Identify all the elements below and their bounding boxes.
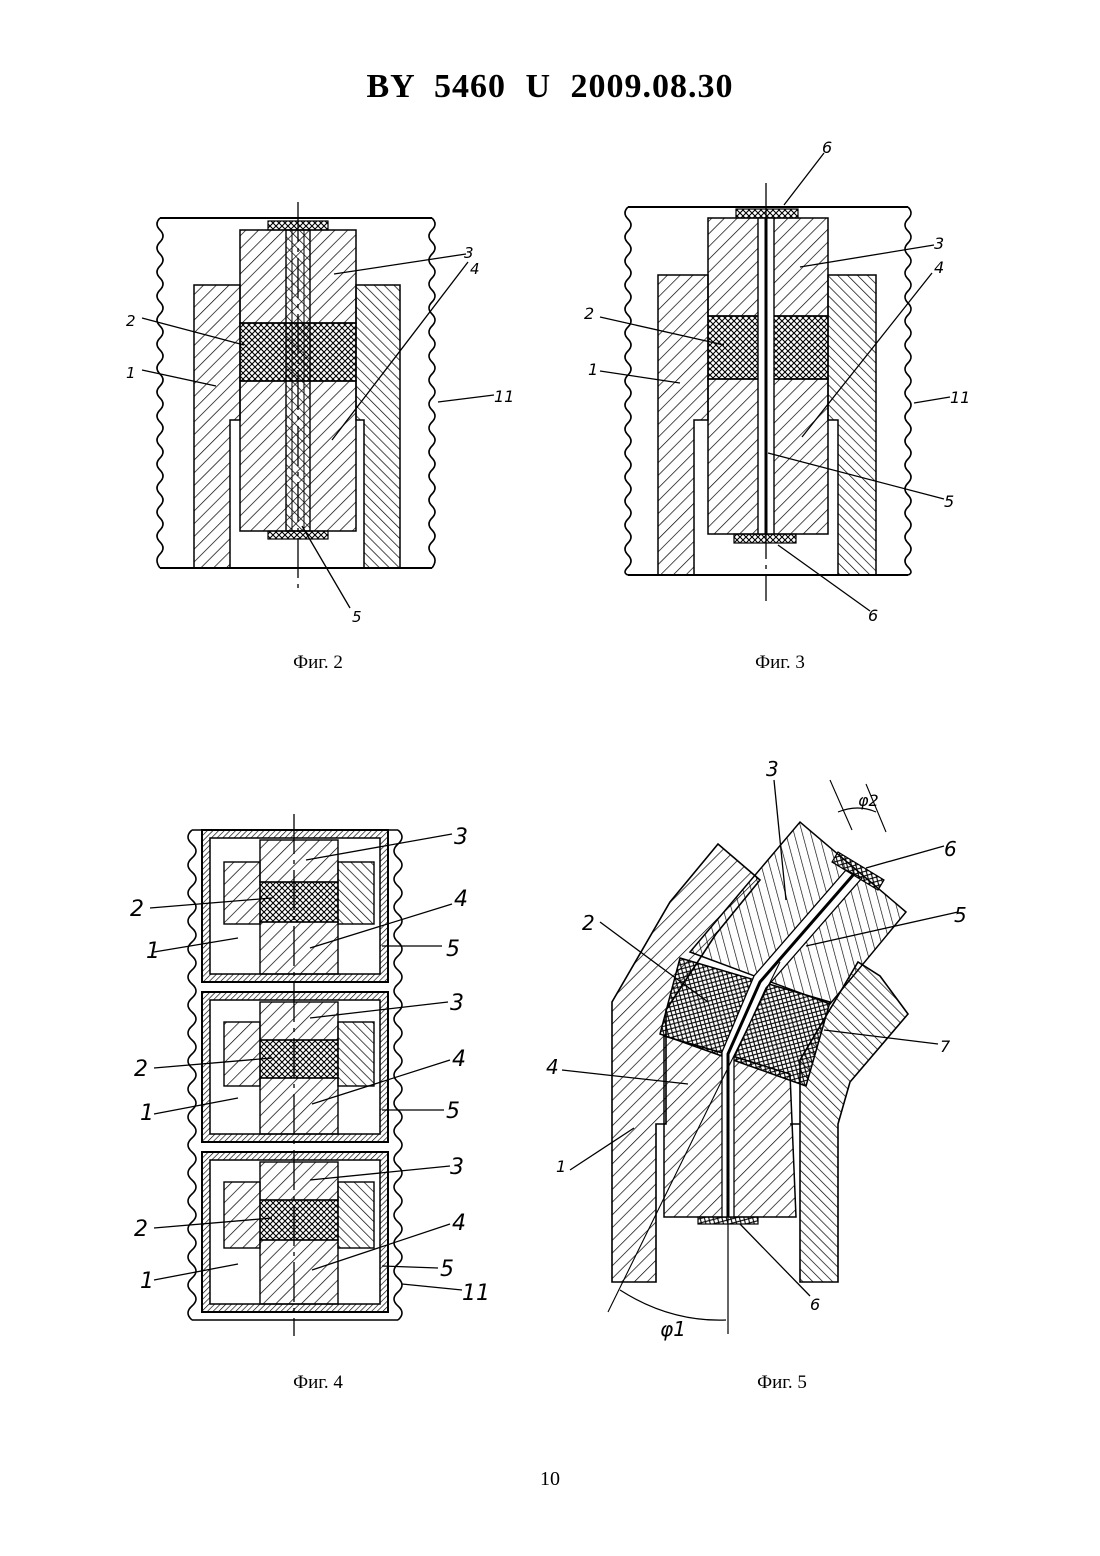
fig3-label-2: 2 (584, 304, 594, 323)
fig4-label-4a: 4 (454, 887, 468, 912)
figure-2-drawing: 2 1 3 4 5 11 (120, 190, 520, 630)
fig5-label-1: 1 (556, 1157, 566, 1176)
fig5-label-phi1: φ1 (660, 1317, 686, 1341)
fig4-label-2c: 2 (134, 1217, 148, 1242)
document-header: BY 5460 U 2009.08.30 (0, 68, 1100, 106)
fig4-label-3a: 3 (454, 825, 468, 850)
fig3-label-3: 3 (934, 234, 944, 253)
fig3-label-11: 11 (950, 388, 970, 407)
figure-4-caption: Фиг. 4 (218, 1372, 418, 1394)
figure-2-caption: Фиг. 2 (218, 652, 418, 674)
fig3-label-6-top: 6 (822, 138, 832, 157)
fig4-label-11: 11 (462, 1281, 490, 1306)
fig3-label-6-bottom: 6 (868, 606, 878, 625)
fig4-label-4c: 4 (452, 1211, 466, 1236)
fig4-label-3b: 3 (450, 991, 464, 1016)
fig4-label-2b: 2 (134, 1057, 148, 1082)
fig5-label-5: 5 (954, 903, 967, 927)
fig2-label-5: 5 (352, 608, 362, 626)
fig4-label-1c: 1 (140, 1269, 154, 1294)
fig5-label-2: 2 (582, 911, 595, 935)
figure-3-drawing: 6 6 2 1 3 4 5 11 (578, 135, 978, 630)
fig4-label-2a: 2 (130, 897, 144, 922)
fig4-label-5c: 5 (440, 1257, 454, 1282)
figure-4-drawing: 2 1 3 4 5 2 1 3 4 5 2 1 3 4 5 11 (120, 810, 500, 1340)
fig4-unit-3 (202, 1152, 388, 1312)
fig5-label-3: 3 (766, 757, 779, 781)
fig2-label-11: 11 (494, 387, 514, 406)
figure-5-drawing: 3 φ2 6 5 2 7 4 1 6 φ1 (540, 752, 978, 1344)
figure-5-caption: Фиг. 5 (682, 1372, 882, 1394)
fig5-label-7: 7 (940, 1037, 951, 1056)
page-number: 10 (0, 1468, 1100, 1491)
fig3-label-4: 4 (934, 258, 944, 277)
fig5-label-4: 4 (546, 1055, 559, 1079)
fig4-unit-1 (202, 830, 388, 982)
fig5-label-6-top: 6 (944, 837, 957, 861)
fig3-label-1: 1 (588, 360, 598, 379)
fig4-label-1a: 1 (146, 939, 160, 964)
fig4-label-5b: 5 (446, 1099, 460, 1124)
fig4-unit-2 (202, 992, 388, 1142)
figure-3-caption: Фиг. 3 (680, 652, 880, 674)
fig2-label-4: 4 (470, 260, 480, 278)
fig5-label-phi2: φ2 (858, 791, 879, 810)
fig5-label-6-bottom: 6 (810, 1295, 820, 1314)
fig4-label-3c: 3 (450, 1155, 464, 1180)
fig2-label-2: 2 (126, 312, 136, 330)
fig4-label-4b: 4 (452, 1047, 466, 1072)
fig4-label-1b: 1 (140, 1101, 154, 1126)
fig4-label-5a: 5 (446, 937, 460, 962)
fig3-label-5: 5 (944, 492, 954, 511)
fig2-label-1: 1 (126, 364, 136, 382)
